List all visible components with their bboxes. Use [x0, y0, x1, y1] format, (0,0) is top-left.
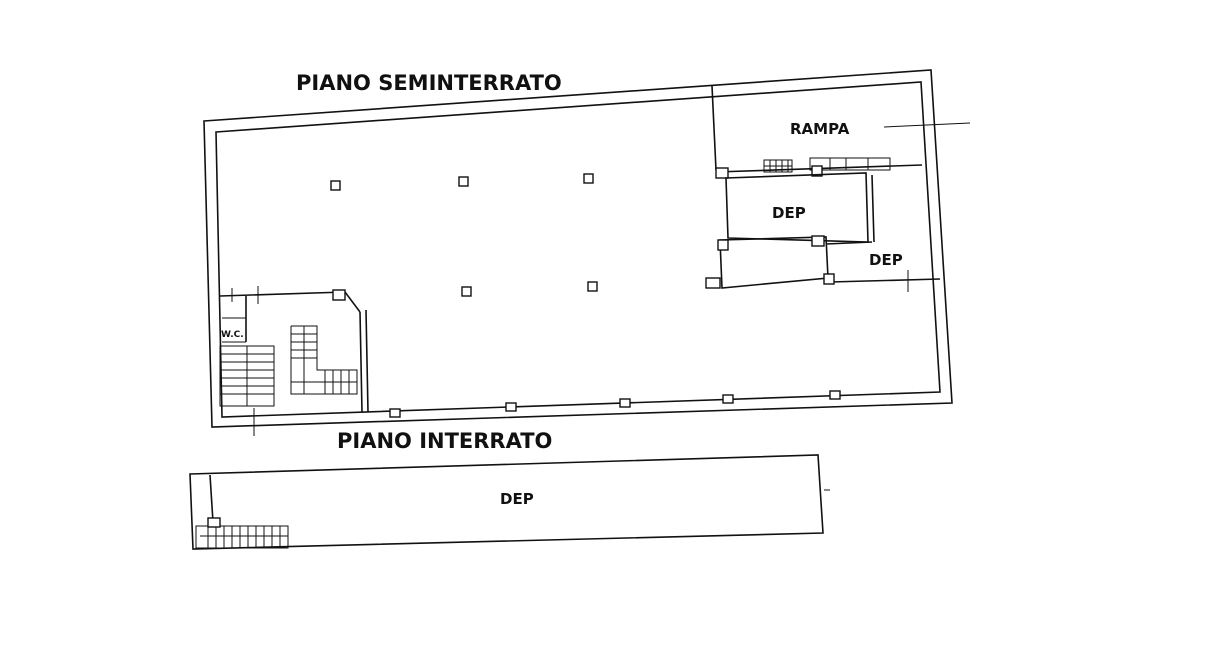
rampa-zone: RAMPA: [711, 85, 971, 179]
windows: [389, 390, 841, 418]
interrato-outline: [189, 454, 824, 550]
level-title-interrato: PIANO INTERRATO: [337, 429, 552, 453]
level-title-seminterrato: PIANO SEMINTERRATO: [296, 71, 562, 95]
room-label-rampa: RAMPA: [790, 120, 850, 138]
pillar: [330, 180, 341, 191]
pillars: [330, 173, 598, 297]
pillar: [461, 286, 472, 297]
outer-wall: [203, 69, 953, 428]
pillar: [458, 176, 469, 187]
dep-rooms: DEP DEP: [705, 172, 941, 292]
level-seminterrato: PIANO SEMINTERRATO: [203, 69, 971, 436]
level-interrato: PIANO INTERRATO DEP: [189, 429, 830, 550]
stair-core: W.C.: [219, 286, 369, 436]
pillar: [583, 173, 594, 184]
room-label-dep-2: DEP: [869, 251, 903, 269]
interrato-stair: [195, 517, 289, 549]
pillar: [587, 281, 598, 292]
room-label-dep-interrato: DEP: [500, 490, 534, 508]
room-label-wc: W.C.: [221, 330, 244, 340]
room-label-dep-1: DEP: [772, 204, 806, 222]
